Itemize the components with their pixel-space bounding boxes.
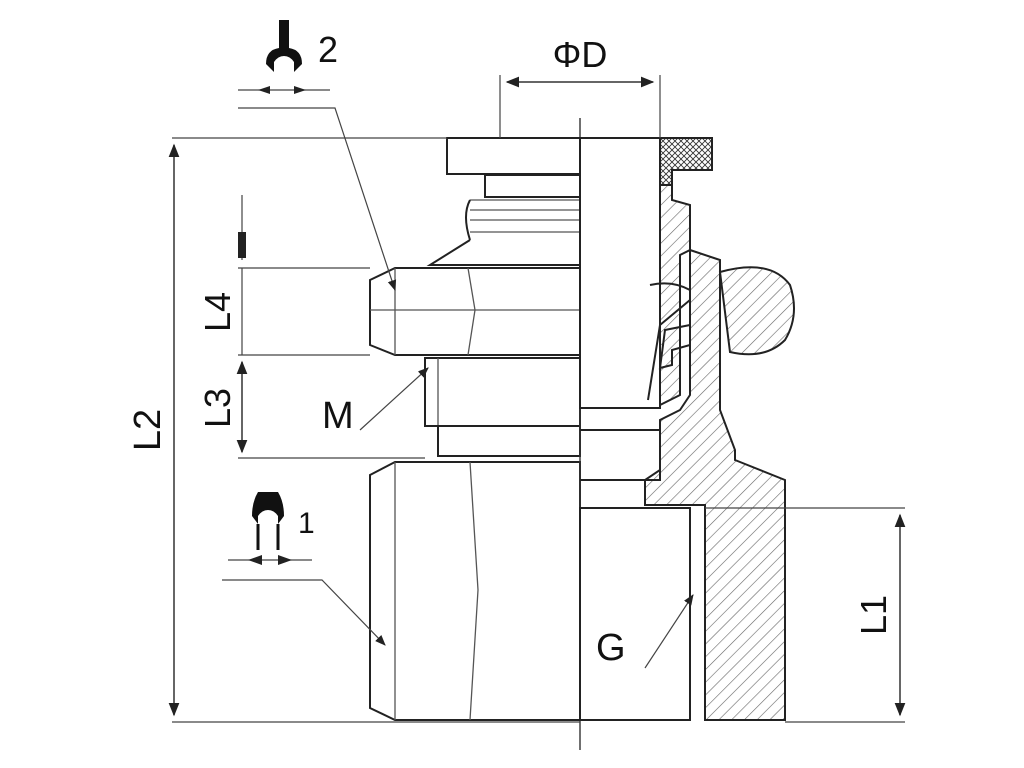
label-l1: L1 [853,595,894,635]
label-l2: L2 [127,409,169,451]
label-l1-group: L1 [853,595,894,635]
label-l4: L4 [197,292,238,332]
label-g: G [596,627,626,669]
label-l3: L3 [197,388,238,428]
wrench-icon [266,20,302,72]
dimension-lines [168,76,906,717]
label-l3-group: L3 [197,388,238,428]
label-wrench-2: 2 [318,29,338,70]
label-diameter: ΦD [553,34,608,75]
label-l2-group: L2 [127,409,169,451]
leader-lines [222,107,694,669]
upper-hex-nut [369,267,581,356]
extension-lines [172,75,905,723]
release-ring [426,137,581,266]
lower-hex-body [369,461,581,721]
label-l4-group: L4 [197,292,238,332]
threaded-body-m [424,357,581,457]
label-m: M [322,395,354,437]
wrench-icon [252,492,284,550]
section-view [579,137,795,721]
label-wrench-1: 1 [298,507,315,540]
